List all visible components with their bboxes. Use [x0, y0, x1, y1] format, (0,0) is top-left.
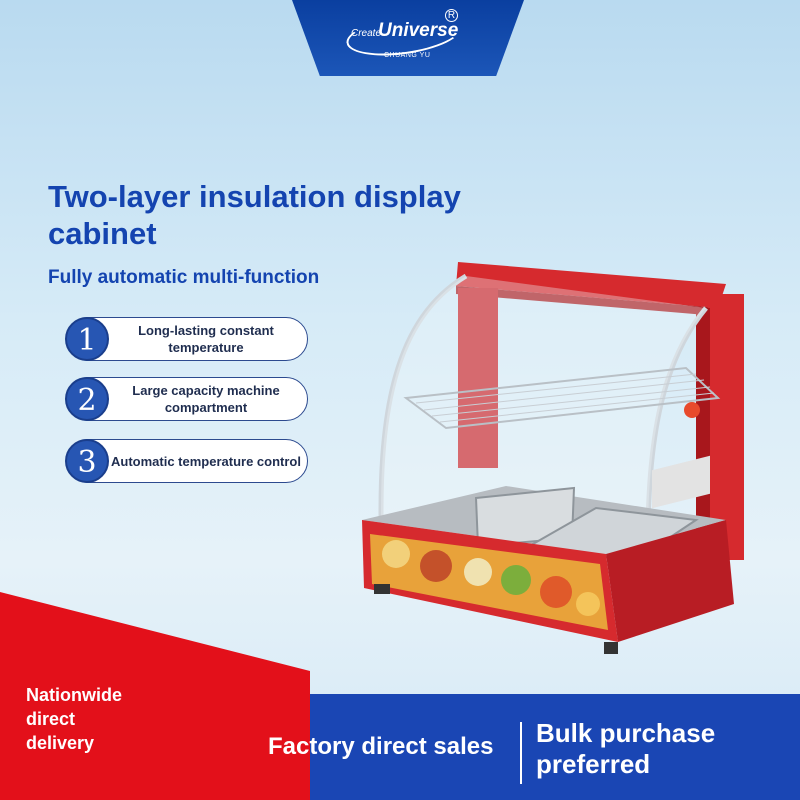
feature-number-2: 2 [65, 377, 109, 421]
cabinet-right-pillar [708, 294, 744, 560]
feature-text-3: Automatic temperature control [111, 453, 301, 469]
registered-mark: R [445, 9, 458, 22]
brand-prefix: Create [351, 28, 382, 39]
delivery-text: Nationwide direct delivery [26, 683, 122, 755]
cabinet-foot [374, 584, 390, 594]
bulk-purchase-text: Bulk purchase preferred [536, 718, 715, 780]
feature-text-1: Long-lasting constant temperature [138, 323, 274, 355]
page-subtitle: Fully automatic multi-function [48, 267, 320, 288]
bulk-line-2: preferred [536, 749, 651, 779]
delivery-line-3: delivery [26, 733, 95, 753]
feature-badge-1: 1 Long-lasting constant temperature [65, 317, 308, 361]
bulk-line-1: Bulk purchase [536, 718, 716, 748]
factory-direct-text: Factory direct sales [268, 733, 494, 760]
delivery-line-2: direct [26, 709, 76, 729]
page-title: Two-layer insulation display cabinet [48, 179, 461, 251]
cabinet-base-side [606, 520, 734, 642]
feature-number-3: 3 [65, 439, 109, 483]
feature-badge-3: 3 Automatic temperature control [65, 439, 308, 483]
feature-text-2: Large capacity machine compartment [132, 383, 280, 415]
feature-number-1: 1 [65, 317, 109, 361]
cabinet-left-pillar [458, 288, 498, 468]
feature-badge-2: 2 Large capacity machine compartment [65, 377, 308, 421]
footer-divider [520, 722, 522, 784]
brand-name: Universe [378, 20, 459, 41]
glass-front-left [378, 273, 468, 559]
wire-shelf [403, 366, 721, 430]
control-panel [652, 455, 710, 509]
delivery-line-1: Nationwide [26, 685, 123, 705]
brand-subtitle: CHUANG YU [384, 52, 431, 59]
display-cabinet-image [362, 262, 744, 654]
cabinet-top-frame [456, 262, 726, 308]
brand-logo-tab [292, 0, 524, 76]
